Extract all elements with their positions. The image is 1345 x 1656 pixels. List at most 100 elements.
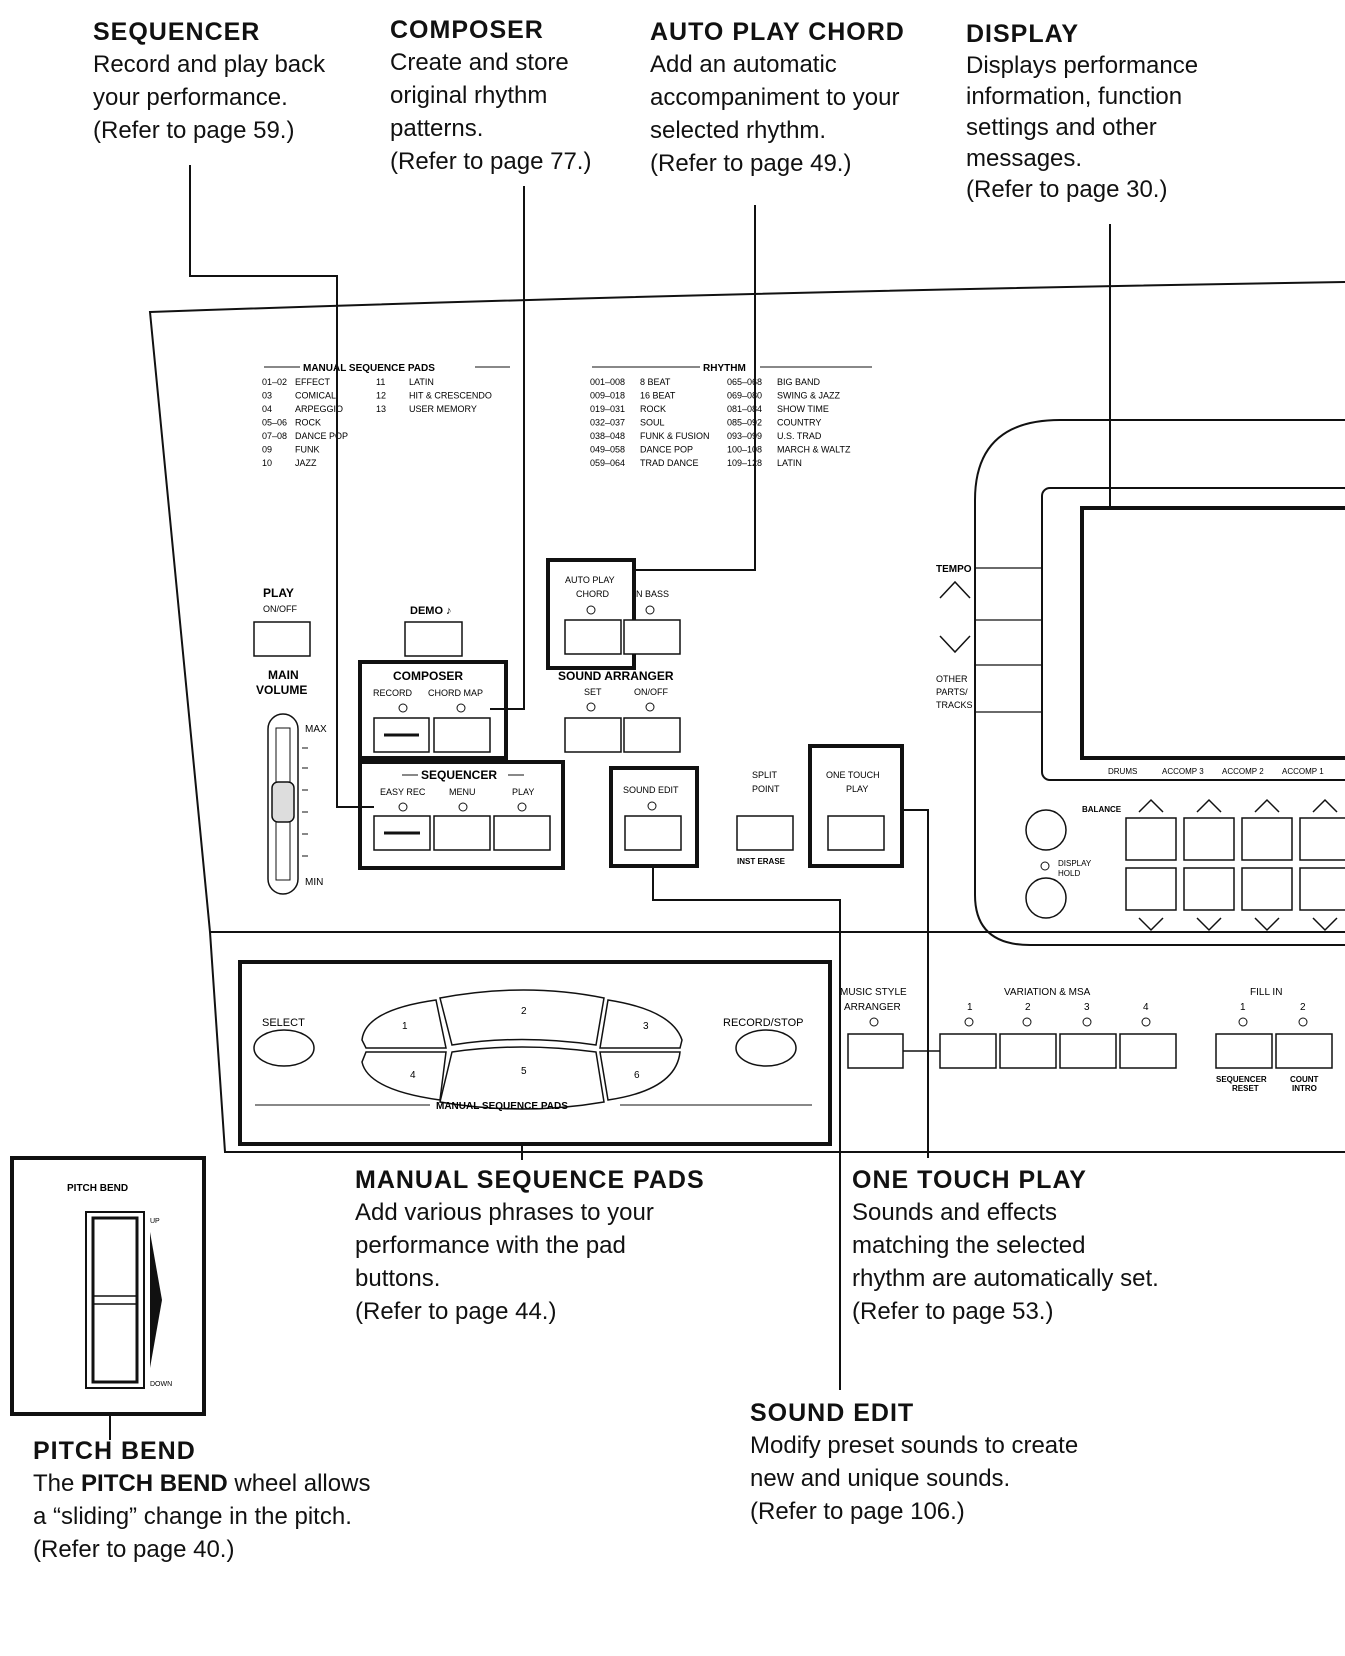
- msp-list-title: MANUAL SEQUENCE PADS: [303, 363, 435, 374]
- auto-play-chord-label-2: CHORD: [576, 589, 609, 599]
- rhythm-list-cell-r1-c2: 069–080: [727, 391, 762, 401]
- balance-label: BALANCE: [1082, 805, 1122, 814]
- rhythm-list-cell-r4-c3: U.S. TRAD: [777, 431, 822, 441]
- display-frame: [1041, 487, 1345, 781]
- balance-knob[interactable]: [1025, 809, 1067, 851]
- pitch-bend-wheel[interactable]: [91, 1216, 139, 1384]
- variation-4-button[interactable]: [1119, 1033, 1177, 1069]
- pad-5[interactable]: [439, 1046, 605, 1110]
- one-touch-play-button[interactable]: [827, 815, 885, 851]
- auto-play-chord-desc-2: accompaniment to your: [650, 84, 900, 111]
- callout-one-touch-play: ONE TOUCH PLAY Sounds and effects matchi…: [852, 1165, 1159, 1328]
- pad-4[interactable]: [361, 1051, 447, 1101]
- rhythm-list-cell-r6-c1: TRAD DANCE: [640, 458, 699, 468]
- variation-3-button[interactable]: [1059, 1033, 1117, 1069]
- demo-button[interactable]: [404, 621, 463, 657]
- play-onoff-button[interactable]: [253, 621, 311, 657]
- fill-num-2: 2: [1300, 1002, 1306, 1013]
- display-hold-label-2: HOLD: [1058, 869, 1080, 878]
- play-seq-button[interactable]: [493, 815, 551, 851]
- split-point-button[interactable]: [736, 815, 794, 851]
- part-buttons: [1125, 817, 1345, 911]
- rhythm-list-cell-r2-c3: SHOW TIME: [777, 404, 829, 414]
- pad-3[interactable]: [599, 999, 683, 1049]
- other-label-1: OTHER: [936, 674, 968, 684]
- demo-label: DEMO ♪: [410, 605, 452, 617]
- callout-manual-sequence-pads: MANUAL SEQUENCE PADS Add various phrases…: [355, 1165, 705, 1328]
- sound-arranger-set-button[interactable]: [564, 717, 622, 753]
- callout-sound-edit: SOUND EDIT Modify preset sounds to creat…: [750, 1398, 1078, 1528]
- variation-2-button[interactable]: [999, 1033, 1057, 1069]
- tempo-label: TEMPO: [936, 564, 972, 575]
- variation-label: VARIATION & MSA: [1004, 987, 1091, 998]
- sound-edit-desc-1: Modify preset sounds to create: [750, 1432, 1079, 1459]
- pad-4-label: 4: [410, 1070, 416, 1081]
- display-desc-2: information, function: [966, 83, 1183, 110]
- part-button-2-top[interactable]: [1183, 817, 1235, 861]
- fill-in-1-button[interactable]: [1215, 1033, 1273, 1069]
- fill-in-2-button[interactable]: [1275, 1033, 1333, 1069]
- display-hold-label-1: DISPLAY: [1058, 859, 1092, 868]
- menu-button[interactable]: [433, 815, 491, 851]
- fill-num-1: 1: [1240, 1002, 1246, 1013]
- rhythm-list-cell-r1-c0: 009–018: [590, 391, 625, 401]
- msp-highlight: [238, 960, 832, 1146]
- sound-edit-ref: (Refer to page 106.): [750, 1498, 965, 1525]
- part-button-3-bottom[interactable]: [1241, 867, 1293, 911]
- msp-list-cell-r6-c0: 10: [262, 458, 272, 468]
- pitch-bend-ref: (Refer to page 40.): [33, 1536, 235, 1563]
- part-button-2-bottom[interactable]: [1183, 867, 1235, 911]
- msp-list-cell-r3-c1: ROCK: [295, 418, 321, 428]
- pad-2[interactable]: [439, 989, 605, 1046]
- sound-edit-button[interactable]: [624, 815, 682, 851]
- sound-arranger-onoff-button[interactable]: [623, 717, 681, 753]
- auto-play-chord-desc-1: Add an automatic: [650, 51, 837, 78]
- part-button-1-top[interactable]: [1125, 817, 1177, 861]
- part-button-3-top[interactable]: [1241, 817, 1293, 861]
- pad-6[interactable]: [599, 1051, 681, 1101]
- composer-ref: (Refer to page 77.): [390, 148, 592, 175]
- screen-tab-accomp2: ACCOMP 2: [1222, 767, 1264, 776]
- easy-rec-label: EASY REC: [380, 787, 426, 797]
- display-desc-4: messages.: [966, 145, 1083, 172]
- part-button-4-bottom[interactable]: [1299, 867, 1345, 911]
- msp-list-cell-r1-c1: COMICAL: [295, 391, 336, 401]
- msp-ref: (Refer to page 44.): [355, 1298, 557, 1325]
- tempo-down-icon[interactable]: [939, 635, 971, 654]
- variation-1-button[interactable]: [939, 1033, 997, 1069]
- otp-ref: (Refer to page 53.): [852, 1298, 1054, 1325]
- msp-list-cell-r3-c0: 05–06: [262, 418, 287, 428]
- otp-desc-1: Sounds and effects: [852, 1199, 1058, 1226]
- pad-1[interactable]: [361, 999, 447, 1049]
- leader-one-touch-play: [902, 809, 929, 1158]
- callout-auto-play-chord: AUTO PLAY CHORD Add an automatic accompa…: [650, 17, 905, 180]
- sound-arranger-label: SOUND ARRANGER: [558, 669, 674, 683]
- record-stop-button[interactable]: [735, 1029, 797, 1067]
- auto-play-chord-title: AUTO PLAY CHORD: [650, 18, 905, 46]
- msp-list-cell-r1-c2: 12: [376, 391, 386, 401]
- part-button-4-top[interactable]: [1299, 817, 1345, 861]
- auto-play-chord-highlight: [546, 558, 636, 670]
- bass-button[interactable]: [623, 619, 681, 655]
- msp-desc-1: Add various phrases to your: [355, 1199, 654, 1226]
- sound-edit-title: SOUND EDIT: [750, 1399, 915, 1427]
- rhythm-list-cell-r5-c2: 100–108: [727, 445, 762, 455]
- select-button[interactable]: [253, 1029, 315, 1067]
- rhythm-list-cell-r6-c2: 109–128: [727, 458, 762, 468]
- record-stop-label: RECORD/STOP: [723, 1017, 803, 1029]
- rhythm-list-cell-r2-c2: 081–084: [727, 404, 762, 414]
- part-button-1-bottom[interactable]: [1125, 867, 1177, 911]
- auto-play-chord-button[interactable]: [564, 619, 622, 655]
- callout-sequencer: SEQUENCER Record and play back your perf…: [93, 17, 325, 147]
- fill-in-label: FILL IN: [1250, 987, 1282, 998]
- main-volume-slider-knob[interactable]: [271, 781, 295, 823]
- display-hold-knob[interactable]: [1025, 877, 1067, 919]
- panel-outline: [148, 281, 1345, 1153]
- chord-map-button[interactable]: [433, 717, 491, 753]
- composer-desc-2: original rhythm: [390, 82, 548, 109]
- music-style-arranger-button[interactable]: [847, 1033, 904, 1069]
- auto-play-chord-ref: (Refer to page 49.): [650, 150, 852, 177]
- tempo-up-icon[interactable]: [939, 580, 971, 599]
